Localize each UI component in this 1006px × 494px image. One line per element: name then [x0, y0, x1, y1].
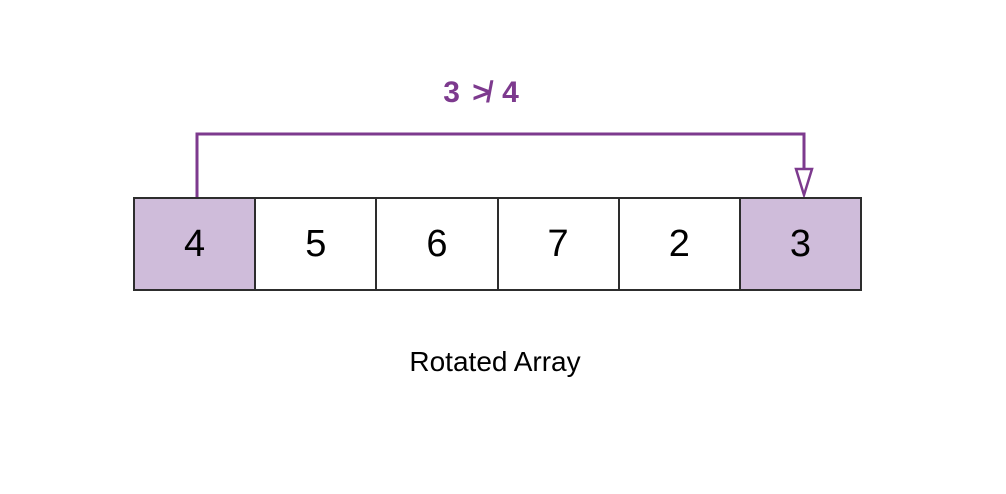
array-cell-0: 4 — [135, 199, 257, 289]
array-cell-5: 3 — [740, 199, 861, 289]
diagram-caption: Rotated Array — [409, 346, 581, 377]
comparison-label: 3 ≯ 4 — [443, 76, 521, 109]
array-cell-4: 2 — [619, 199, 741, 289]
arrowhead-icon — [794, 167, 814, 200]
rotated-array: 4 5 6 7 2 3 — [133, 197, 862, 291]
array-cell-1: 5 — [256, 199, 378, 289]
arrow-line — [195, 132, 806, 197]
array-cell-3: 7 — [498, 199, 620, 289]
array-cell-2: 6 — [377, 199, 499, 289]
